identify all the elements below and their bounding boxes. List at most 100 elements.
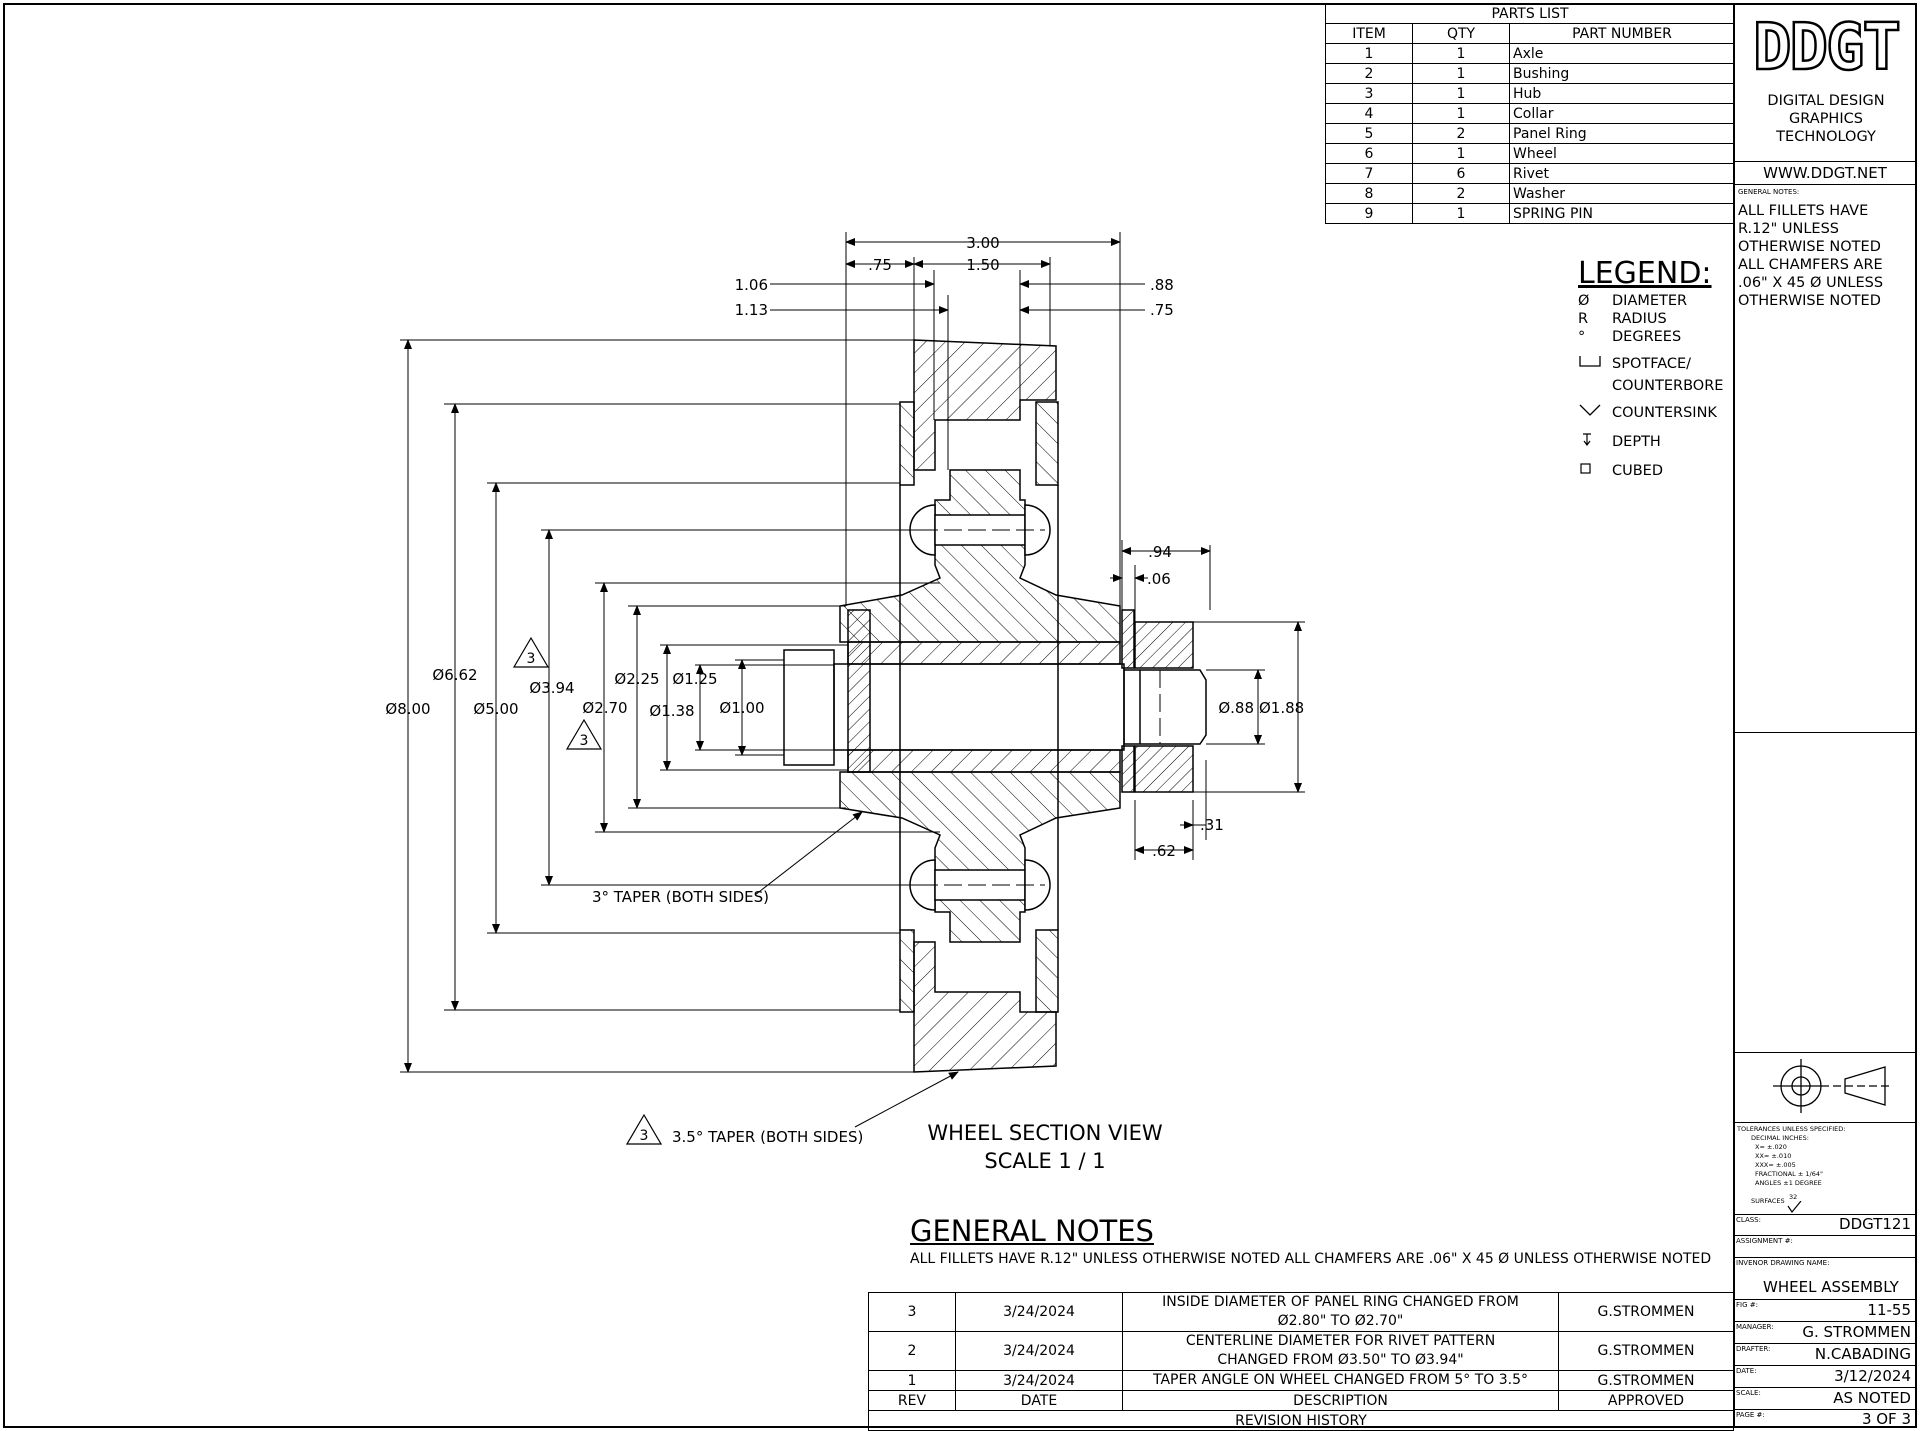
fig-cell: FIG #:11-55 (1733, 1299, 1917, 1321)
parts-list-cell: Wheel (1509, 143, 1735, 164)
assignment-cell: ASSIGNMENT #: (1733, 1235, 1917, 1257)
dim-88-right: .88 (1150, 276, 1174, 294)
parts-list-title: PARTS LIST (1325, 3, 1735, 24)
taper-3-note: 3° TAPER (BOTH SIDES) (592, 888, 769, 906)
revision-cell: 3/24/2024 (955, 1370, 1123, 1391)
dim-113: 1.13 (735, 301, 768, 319)
degree-symbol: ° (1578, 329, 1586, 345)
parts-list-cell: Collar (1509, 103, 1735, 124)
view-title: WHEEL SECTION VIEW (927, 1121, 1162, 1145)
parts-list-cell: 1 (1412, 83, 1510, 104)
parts-list-cell: 1 (1412, 143, 1510, 164)
parts-list-cell: 4 (1325, 103, 1413, 124)
parts-list-cell: 2 (1412, 123, 1510, 144)
parts-list-cell: 1 (1325, 43, 1413, 64)
parts-list-cell: 6 (1412, 163, 1510, 184)
legend-item-label: SPOTFACE/ (1612, 356, 1692, 372)
dim-75-right: .75 (1150, 301, 1174, 319)
dim-75-top: .75 (868, 256, 892, 274)
collar-part (1121, 609, 1194, 793)
revision-triangle (565, 718, 603, 750)
dim-dia-188: Ø1.88 (1259, 699, 1304, 717)
rev-header: REV (868, 1390, 956, 1411)
parts-list-cell: 1 (1412, 43, 1510, 64)
dim-106: 1.06 (735, 276, 768, 294)
dim-dia-800: Ø8.00 (385, 700, 430, 718)
parts-list-cell: 2 (1412, 183, 1510, 204)
ddgt-logo: DDGT (1752, 11, 1903, 86)
general-notes-body: ALL FILLETS HAVE R.12" UNLESS OTHERWISE … (910, 1251, 1712, 1267)
company-name: DIGITAL DESIGN GRAPHICS TECHNOLOGY (1767, 93, 1885, 145)
depth-icon (1578, 432, 1612, 451)
revision-cell: 1 (868, 1370, 956, 1391)
revision-cell: 2 (868, 1331, 956, 1371)
rev-tag: 3 (580, 733, 589, 749)
parts-list-cell: 7 (1325, 163, 1413, 184)
tolerance-line: TOLERANCES UNLESS SPECIFIED: (1737, 1125, 1846, 1133)
revision-triangle (512, 636, 550, 668)
general-notes-text: ALL FILLETS HAVE R.12" UNLESS OTHERWISE … (1738, 203, 1884, 309)
dim-06: .06 (1147, 570, 1171, 588)
parts-list-cell: 5 (1325, 123, 1413, 144)
panel-ring-part (899, 401, 1059, 1013)
general-notes-label: GENERAL NOTES: (1738, 188, 1800, 196)
dim-dia-662: Ø6.62 (432, 666, 477, 684)
tolerance-line: XX= ±.010 (1755, 1152, 1792, 1160)
scale-value: AS NOTED (1833, 1389, 1911, 1407)
legend-title: LEGEND: (1578, 256, 1712, 291)
revision-cell: 3/24/2024 (955, 1292, 1123, 1332)
dim-dia-100: Ø1.00 (719, 699, 764, 717)
parts-list-cell: SPRING PIN (1509, 203, 1735, 224)
dim-dia-500: Ø5.00 (473, 700, 518, 718)
legend-item-label: DIAMETER (1612, 293, 1688, 309)
surface-finish-icon (1787, 1201, 1802, 1213)
legend-item-label: CUBED (1612, 463, 1664, 479)
dim-dia-088: Ø.88 (1218, 699, 1254, 717)
dim-dia-125: Ø1.25 (672, 670, 717, 688)
scale-cell: SCALE:AS NOTED (1733, 1387, 1917, 1409)
parts-list-cell: 2 (1325, 63, 1413, 84)
dim-62: .62 (1152, 842, 1176, 860)
legend-item-label: RADIUS (1612, 311, 1667, 327)
parts-list-cell: Bushing (1509, 63, 1735, 84)
legend-item-label: COUNTERBORE (1612, 378, 1724, 394)
revision-cell: G.STROMMEN (1558, 1331, 1734, 1371)
parts-list-cell: Axle (1509, 43, 1735, 64)
company-website[interactable]: WWW.DDGT.NET (1733, 161, 1917, 185)
projection-symbol-cell (1733, 1052, 1917, 1122)
company-logo: DDGT DIGITAL DESIGN GRAPHICS TECHNOLOGY (1735, 11, 1917, 146)
revision-cell: INSIDE DIAMETER OF PANEL RING CHANGED FR… (1122, 1292, 1559, 1332)
parts-list-cell: Panel Ring (1509, 123, 1735, 144)
revision-history-title: REVISION HISTORY (868, 1410, 1734, 1431)
parts-list-cell: 1 (1412, 63, 1510, 84)
parts-list-cell: 6 (1325, 143, 1413, 164)
dim-94: .94 (1148, 543, 1172, 561)
wheel-part (913, 339, 1057, 1073)
revision-cell: TAPER ANGLE ON WHEEL CHANGED FROM 5° TO … (1122, 1370, 1559, 1391)
dim-dia-270: Ø2.70 (582, 699, 627, 717)
spotface-icon (1578, 354, 1612, 373)
manager-value: G. STROMMEN (1802, 1323, 1911, 1341)
date-value: 3/12/2024 (1834, 1367, 1911, 1385)
surfaces-label: SURFACES (1751, 1197, 1785, 1205)
drafter-cell: DRAFTER:N.CABADING (1733, 1343, 1917, 1365)
rev-tag: 3 (527, 651, 536, 667)
parts-list-cell: 3 (1325, 83, 1413, 104)
parts-list-cell: 1 (1412, 203, 1510, 224)
cubed-icon (1578, 461, 1612, 480)
parts-list-cell: 8 (1325, 183, 1413, 204)
dim-overall-width: 3.00 (966, 234, 999, 252)
revision-cell: G.STROMMEN (1558, 1292, 1734, 1332)
